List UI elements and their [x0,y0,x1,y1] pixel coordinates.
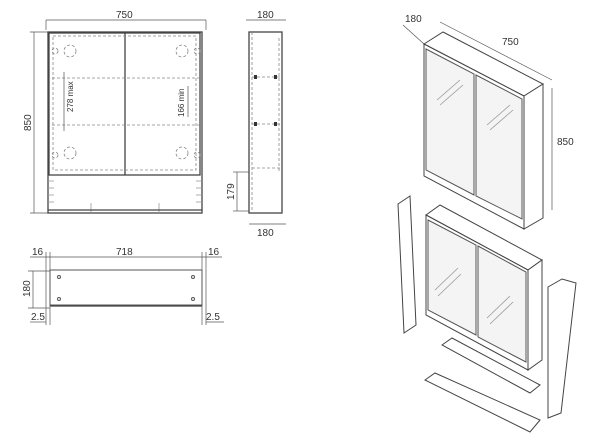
front-height-label: 850 [23,114,34,131]
right-panel-label: 16 [208,247,220,258]
right-offset-label: 2.5 [206,312,220,323]
shelf-spacing-label: 278 max [66,81,75,112]
iso-width-label: 750 [502,37,519,48]
left-offset-label: 2.5 [31,312,45,323]
iso-depth-label: 180 [405,14,422,25]
left-panel-label: 16 [32,247,44,258]
iso-view: 180 750 850 [397,14,577,433]
side-view: 180 179 180 [226,10,286,239]
front-width-label: 750 [116,10,133,21]
iso-height-label: 850 [557,137,574,148]
top-depth-label: 180 [22,280,33,297]
top-view: 16 718 16 180 2.5 2.5 [22,247,224,325]
side-depth-bottom-label: 180 [257,228,274,239]
inner-width-label: 718 [116,247,133,258]
front-view: 750 850 278 max 166 min [23,10,207,214]
side-depth-top-label: 180 [257,10,274,21]
bottom-height-label: 179 [226,183,237,200]
min-gap-label: 166 min [177,89,186,117]
